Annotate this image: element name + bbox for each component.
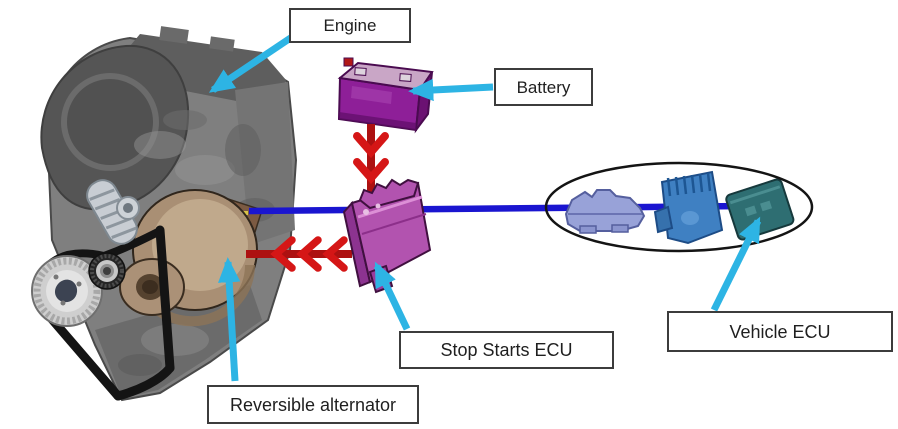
stop-starts-ecu-label-text: Stop Starts ECU (440, 340, 573, 360)
engine-label: Engine (289, 8, 411, 43)
stop-starts-ecu-illustration (342, 178, 432, 294)
reversible-alternator-label-text: Reversible alternator (229, 394, 397, 415)
vehicle-module-center (653, 170, 724, 245)
vehicle-module-left (564, 189, 646, 234)
engine-label-text: Engine (323, 16, 377, 35)
crank-pulley (31, 255, 103, 327)
engine-callout-arrow (208, 34, 294, 93)
ecu-to-alternator-arrow (246, 236, 352, 272)
blue-data-line (248, 202, 746, 215)
battery-label: Battery (494, 68, 593, 106)
vehicle-ecu-group-ellipse (544, 161, 814, 253)
stop-starts-ecu-callout-arrow (373, 261, 411, 331)
battery-illustration (337, 57, 434, 134)
tensioner-spring (86, 179, 138, 245)
battery-label-text: Battery (516, 77, 571, 97)
vehicle-ecu-label-text: Vehicle ECU (729, 321, 831, 342)
vehicle-ecu-label: Vehicle ECU (667, 311, 893, 352)
engine-illustration (40, 26, 298, 402)
idler-pulley (88, 252, 126, 290)
battery-to-ecu-arrow (353, 124, 389, 194)
vehicle-ecu-callout-arrow (710, 216, 762, 312)
stop-starts-ecu-label: Stop Starts ECU (399, 331, 614, 369)
reversible-alternator-label: Reversible alternator (207, 385, 419, 424)
reversible-alternator-callout-arrow (218, 257, 241, 382)
reversible-alternator-illustration (31, 179, 263, 401)
battery-callout-arrow (408, 78, 494, 102)
vehicle-module-right (725, 178, 795, 241)
